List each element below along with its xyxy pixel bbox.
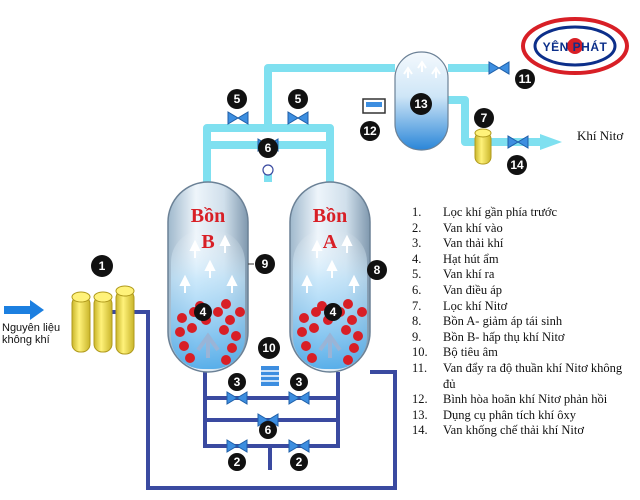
badge-3-left: 3 — [228, 373, 246, 391]
svg-text:3: 3 — [234, 375, 241, 389]
svg-text:2: 2 — [296, 455, 303, 469]
valve-icon — [288, 439, 310, 453]
badge-4-a: 4 — [324, 303, 342, 321]
svg-text:14: 14 — [510, 158, 524, 172]
legend-item: 1.Lọc khí gần phía trước — [412, 205, 558, 219]
valve-icon — [288, 391, 310, 405]
legend-item: 5.Van khí ra — [412, 267, 495, 282]
output-label: Khí Nitơ — [577, 128, 624, 143]
badge-9: 9 — [255, 254, 275, 274]
legend-item: 13.Dụng cụ phân tích khí ôxy — [412, 407, 576, 422]
badge-3-right: 3 — [290, 373, 308, 391]
output-arrow-icon — [540, 134, 562, 150]
badge-6-bottom: 6 — [259, 421, 277, 439]
svg-text:11: 11 — [519, 72, 532, 86]
tank-a-letter: A — [323, 231, 338, 253]
input-arrow-icon — [4, 300, 44, 320]
svg-text:5: 5 — [295, 92, 302, 106]
valve-icon — [226, 391, 248, 405]
flow-arrows-a — [301, 234, 360, 293]
badge-2-left: 2 — [228, 453, 246, 471]
legend-item: 14.Van khống chế thải khí Nitơ — [412, 423, 584, 438]
logo-text: YÊN PHÁT — [542, 40, 608, 54]
tank-a — [289, 181, 371, 373]
flow-arrows-b — [179, 234, 238, 293]
svg-text:3: 3 — [296, 375, 303, 389]
svg-text:6: 6 — [265, 141, 272, 155]
legend-item: 3.Van thải khí — [412, 236, 504, 251]
muffler-icon — [261, 366, 279, 386]
badge-5-right: 5 — [288, 89, 308, 109]
badge-7: 7 — [474, 108, 494, 128]
badge-6-top: 6 — [258, 138, 278, 158]
svg-text:4: 4 — [330, 305, 337, 319]
legend-item: 7.Lọc khí Nitơ — [412, 298, 508, 313]
legend-item: 10.Bộ tiêu âm — [412, 345, 498, 360]
tank-b-word: Bồn — [191, 205, 225, 227]
tank-b-letter: B — [201, 231, 214, 253]
legend-item: 4.Hạt hút ẩm — [412, 251, 499, 266]
input-label: Nguyên liệu không khí — [2, 322, 61, 346]
legend-item: 9.Bồn B- hấp thụ khí Nitơ — [412, 329, 565, 344]
svg-text:4: 4 — [200, 305, 207, 319]
badge-10: 10 — [258, 337, 280, 359]
tank-a-word: Bồn — [313, 205, 347, 227]
valve-icon — [488, 61, 510, 75]
legend-item: 12.Bình hòa hoãn khí Nitơ phản hồi — [412, 392, 608, 407]
badge-12: 12 — [360, 121, 380, 141]
badge-14: 14 — [507, 155, 527, 175]
valve-icon — [227, 111, 249, 125]
svg-text:5: 5 — [234, 92, 241, 106]
svg-text:10: 10 — [262, 341, 276, 355]
valve-icon — [507, 135, 529, 149]
legend-item: 11.Van đẩy ra độ thuần khí Nitơ không đủ — [412, 360, 623, 391]
legend-item: 6.Van điều áp — [412, 282, 503, 297]
svg-text:1: 1 — [99, 259, 106, 273]
badge-11: 11 — [515, 69, 535, 89]
badge-2-right: 2 — [290, 453, 308, 471]
valve-icon — [226, 439, 248, 453]
svg-text:12: 12 — [363, 124, 377, 138]
badge-8: 8 — [367, 260, 387, 280]
badge-13: 13 — [410, 93, 432, 115]
badge-1: 1 — [91, 255, 113, 277]
logo-icon — [521, 17, 629, 75]
gauge-icon — [262, 164, 274, 176]
legend-item: 2.Van khí vào — [412, 220, 503, 235]
valve-icon — [287, 111, 309, 125]
svg-text:7: 7 — [481, 111, 488, 125]
legend-item: 8.Bồn A- giảm áp tái sinh — [412, 314, 563, 329]
intake-filter-icon — [71, 285, 135, 355]
legend-list: 1.Lọc khí gần phía trước 2.Van khí vào 3… — [412, 205, 637, 439]
nitrogen-filter-icon — [474, 128, 492, 165]
svg-text:9: 9 — [262, 257, 269, 271]
svg-text:2: 2 — [234, 455, 241, 469]
svg-text:13: 13 — [414, 97, 428, 111]
svg-text:8: 8 — [374, 263, 381, 277]
badge-5-left: 5 — [227, 89, 247, 109]
svg-text:6: 6 — [265, 423, 272, 437]
badge-4-b: 4 — [194, 303, 212, 321]
